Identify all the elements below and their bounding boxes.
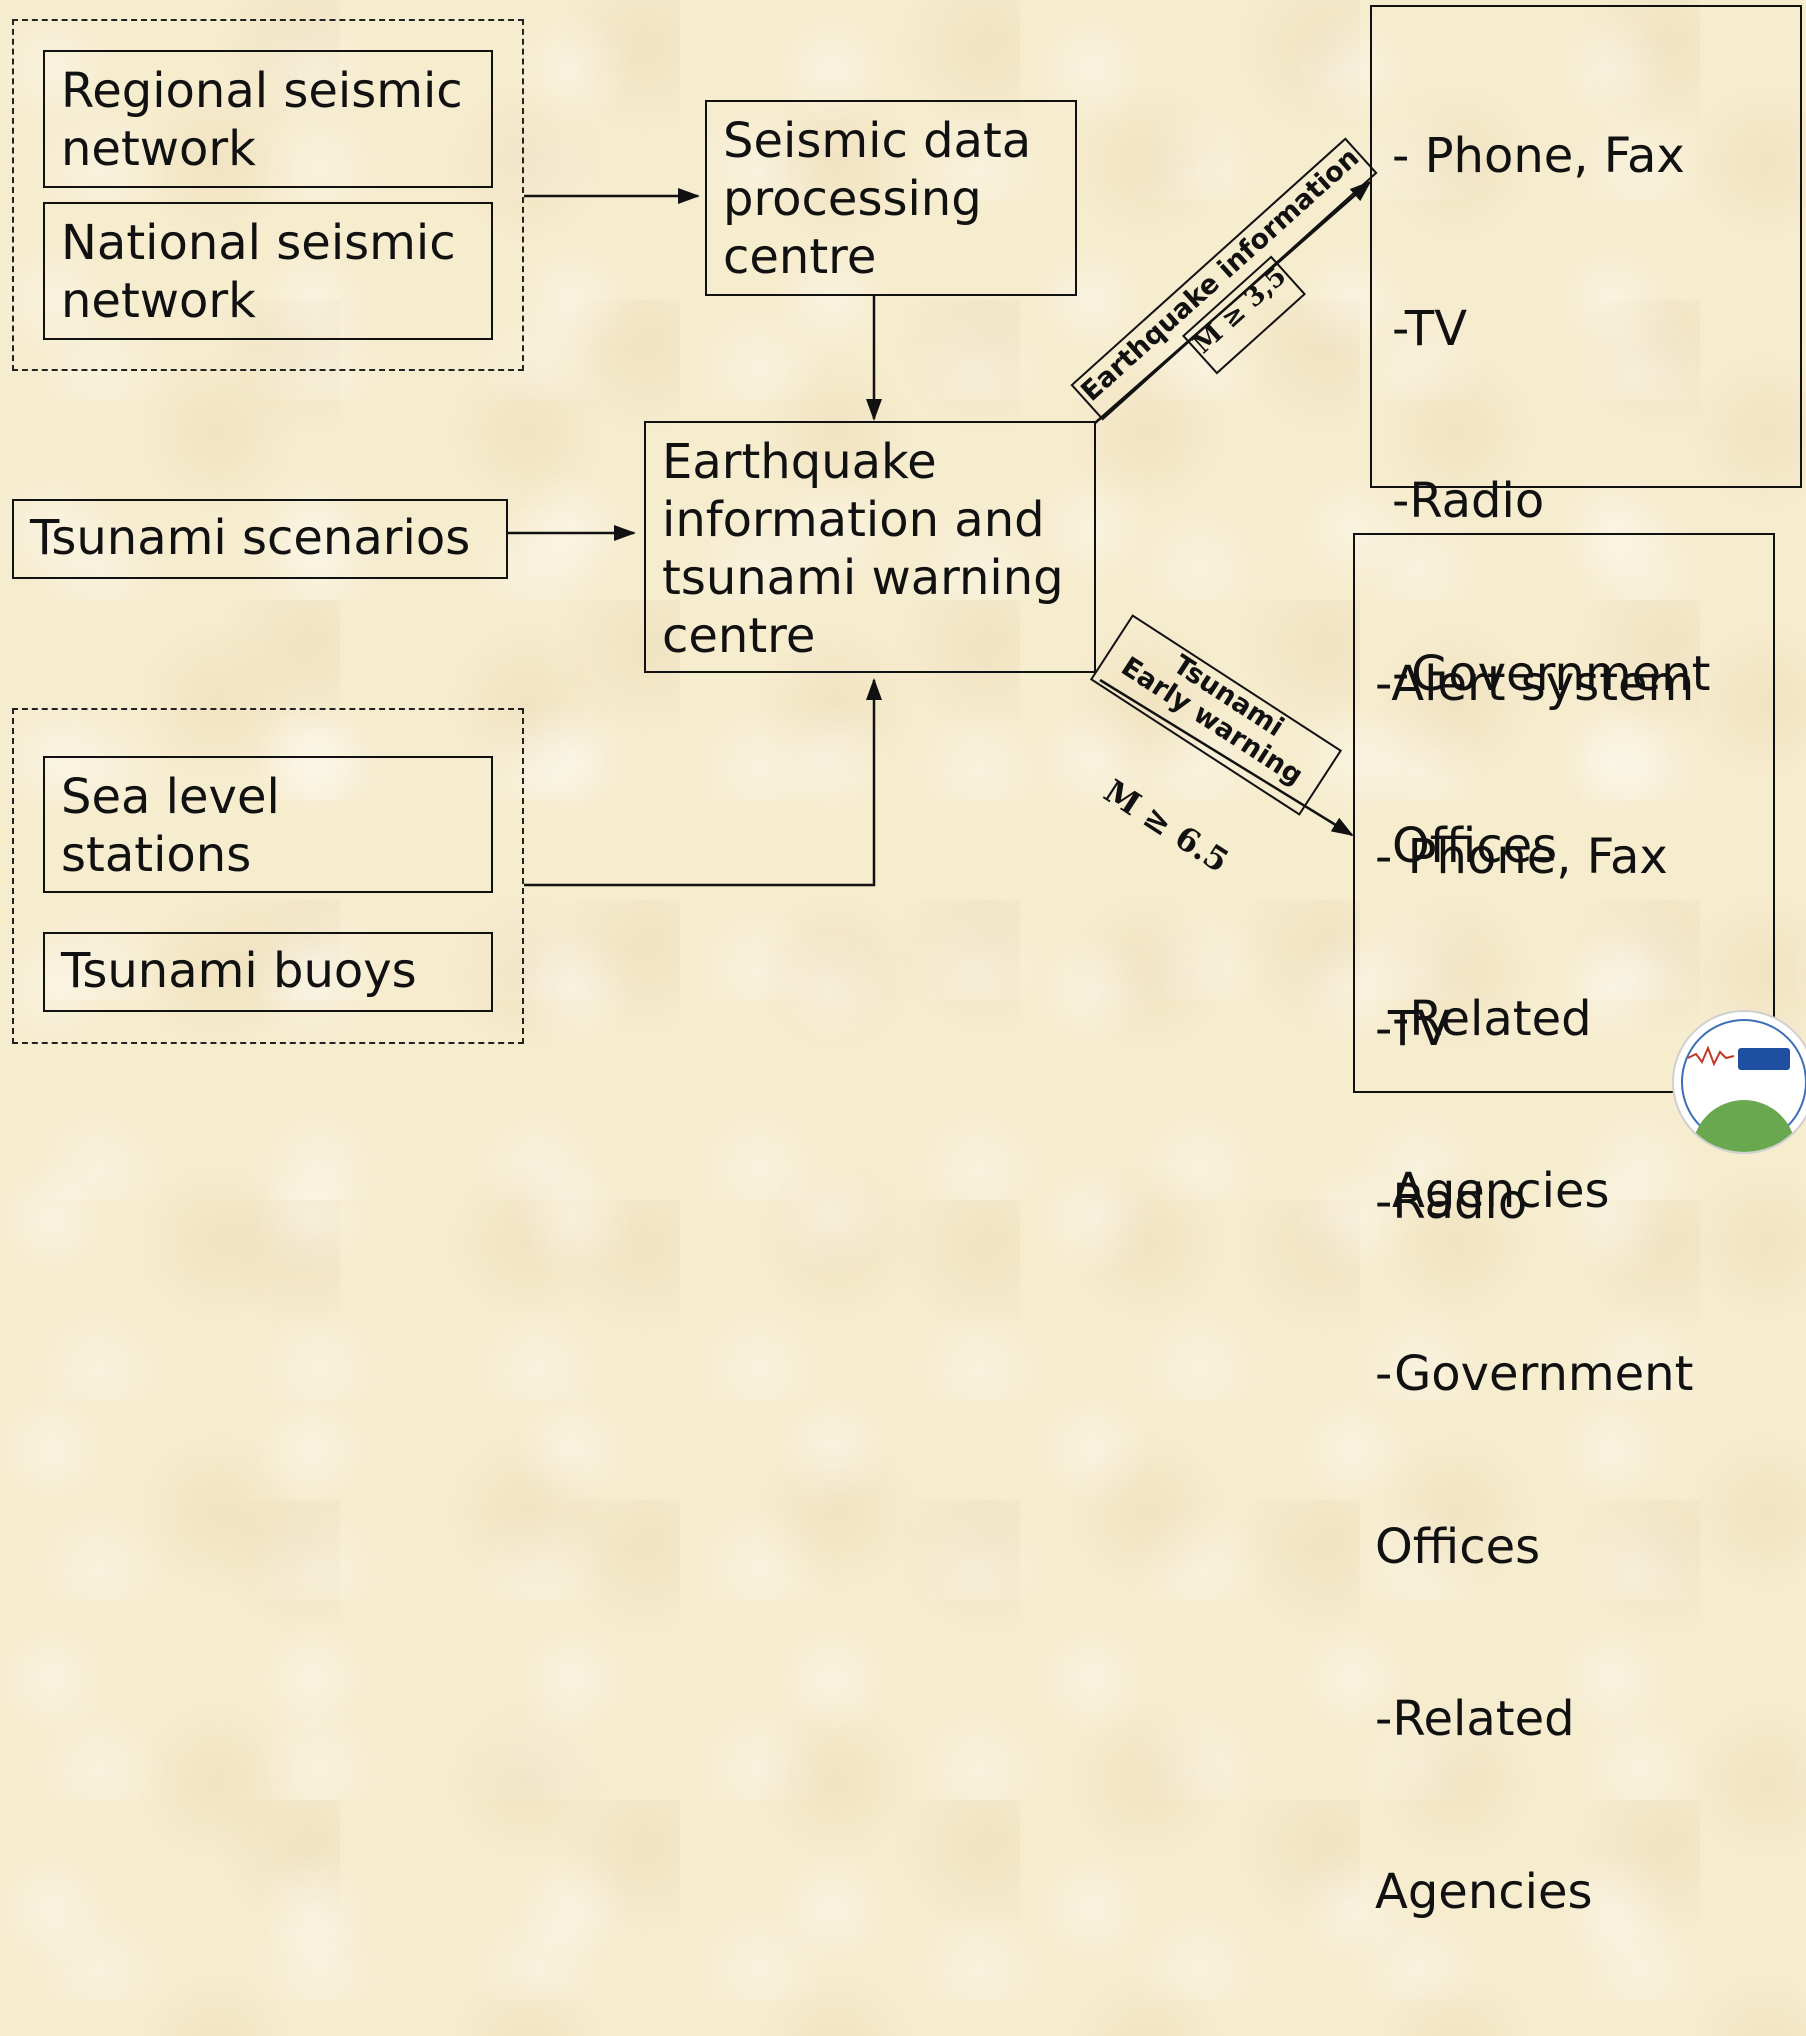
sea-level-group [12,708,524,1044]
arrow-centre-to-earthquake-recipients [1094,180,1372,424]
list-item: -Radio [1392,473,1545,529]
list-item: Agencies [1375,1863,1593,1920]
earthquake-recipients-box: - Phone, Fax -TV -Radio -Government Offi… [1370,5,1802,1219]
arrow-centre-to-tsunami-recipients [1099,678,1354,837]
sea-level-stations-box: Sea level stations [43,756,493,893]
connector-layer [508,180,1372,887]
tsunami-buoys-box: Tsunami buoys [43,932,493,1012]
regional-seismic-network-box: Regional seismic network [43,50,493,188]
list-item: Offices [1392,818,1558,874]
institute-logo [1672,1010,1806,1154]
tsunami-scenarios-box: Tsunami scenarios [12,499,508,579]
list-item: Offices [1375,1518,1541,1575]
warning-centre-box: Earthquake information and tsunami warni… [644,421,1096,673]
national-seismic-network-box: National seismic network [43,202,493,340]
seismic-networks-group [12,19,524,371]
tsunami-recipients-box: -Alert system - Phone, Fax -TV -Radio -G… [1353,533,1775,1920]
list-item: -Related [1375,1691,1575,1747]
arrow-sea-level-to-centre [524,678,882,887]
list-item: - Phone, Fax [1392,128,1685,184]
diagram-canvas: Regional seismic network National seismi… [12,5,1806,1920]
list-item: - Phone, Fax [1375,828,1668,885]
list-item: -Radio [1375,1173,1528,1230]
list-item: -Related [1392,990,1592,1047]
logo-emblem-icon [1681,1019,1806,1152]
list-item: -TV [1392,300,1468,357]
seismic-data-processing-box: Seismic data processing centre [705,100,1077,296]
list-item: -Government [1375,1346,1694,1402]
list-item: -TV [1375,1001,1451,1057]
list-item: -Alert system [1375,656,1695,712]
list-item: -Government [1392,645,1711,702]
